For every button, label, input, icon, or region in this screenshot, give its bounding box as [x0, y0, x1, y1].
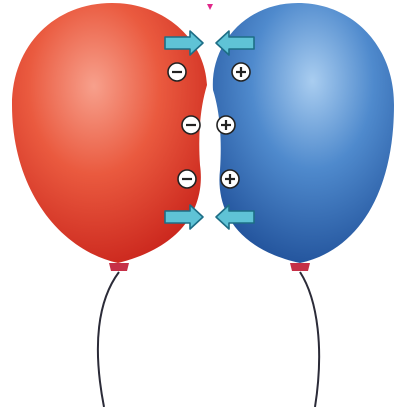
minus-in-circle-icon	[181, 115, 201, 135]
right-balloon-string	[299, 271, 321, 407]
right-balloon	[212, 3, 394, 271]
minus-in-circle-icon	[167, 62, 187, 82]
plus-in-circle-icon	[231, 62, 251, 82]
minus-in-circle-icon	[177, 169, 197, 189]
arrow-right-icon	[164, 30, 204, 56]
plus-in-circle-icon	[216, 115, 236, 135]
left-balloon-knot	[109, 263, 129, 271]
left-balloon	[12, 3, 207, 271]
arrow-right-icon	[164, 204, 204, 230]
arrow-left-icon	[215, 30, 255, 56]
plus-in-circle-icon	[220, 169, 240, 189]
right-balloon-knot	[290, 263, 310, 271]
left-balloon-body	[12, 3, 207, 263]
left-balloon-string	[96, 271, 120, 407]
right-balloon-body	[212, 3, 394, 263]
top-mark	[207, 4, 213, 10]
arrow-left-icon	[215, 204, 255, 230]
